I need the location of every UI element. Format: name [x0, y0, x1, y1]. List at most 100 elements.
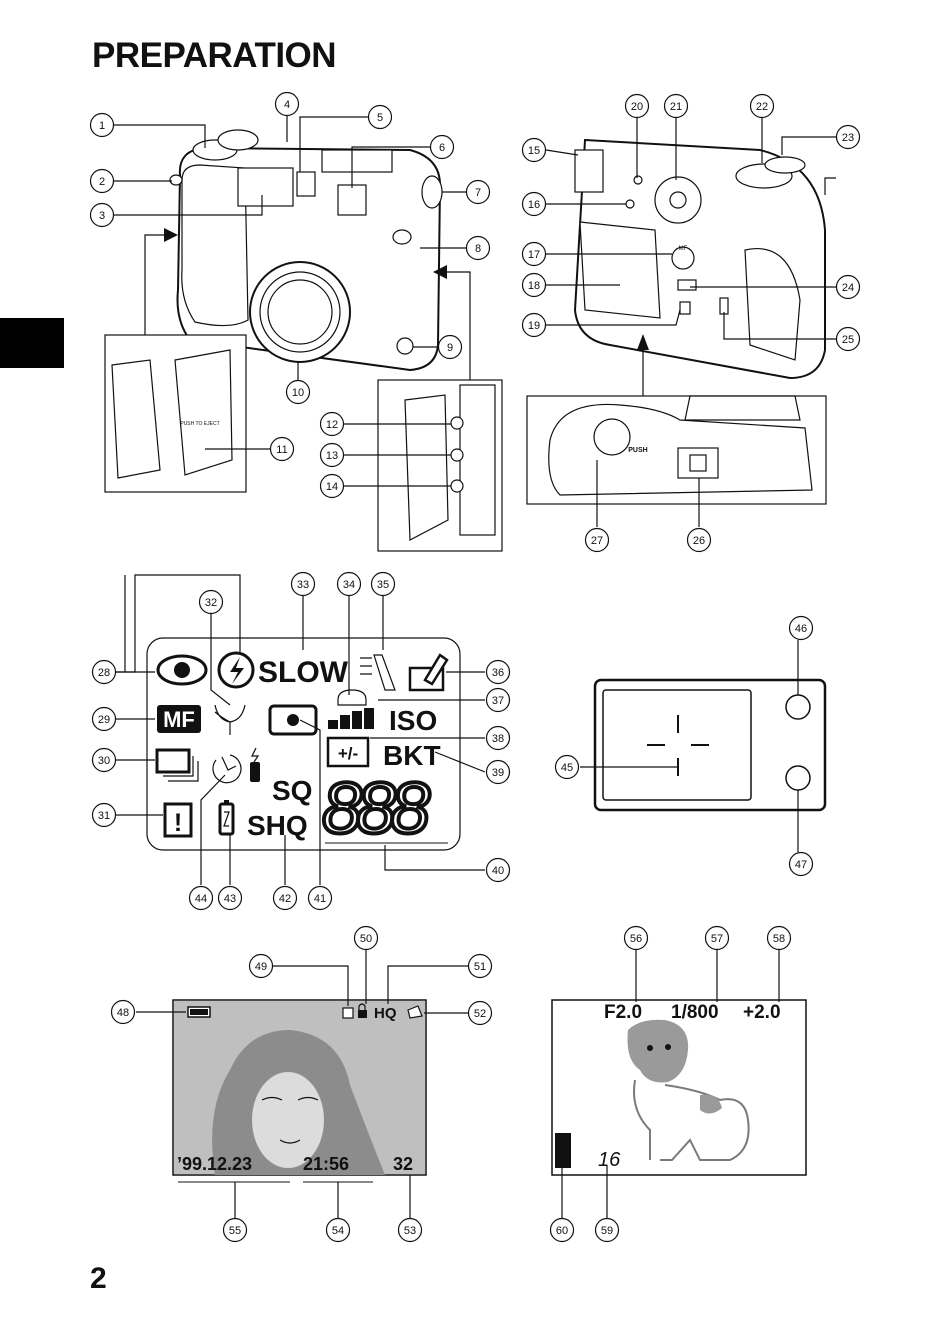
callout-number: 22 [756, 101, 768, 113]
callout-50: 50 [353, 925, 379, 951]
iso-indicator: ISO [389, 705, 437, 736]
memory-gauge [555, 1133, 571, 1168]
callout-22: 22 [749, 93, 775, 119]
svg-text:+/-: +/- [338, 744, 358, 763]
callout-21: 21 [663, 93, 689, 119]
callout-number: 12 [326, 419, 338, 431]
svg-text:MF: MF [163, 707, 195, 732]
callout-number: 15 [528, 145, 540, 157]
manual-adjust-icon [408, 653, 449, 692]
section-tab [0, 318, 64, 368]
callout-number: 25 [842, 334, 854, 346]
af-lamp-indicator [785, 694, 811, 720]
spot-metering-icon [268, 704, 318, 736]
callout-15: 15 [521, 137, 547, 163]
callout-20: 20 [624, 93, 650, 119]
callout-number: 59 [601, 1225, 613, 1237]
callout-number: 57 [711, 933, 723, 945]
callout-28: 28 [91, 659, 117, 685]
callout-48: 48 [110, 999, 136, 1025]
callout-number: 40 [492, 865, 504, 877]
terminal-inset [377, 379, 503, 552]
callout-number: 38 [492, 733, 504, 745]
callout-27: 27 [584, 527, 610, 553]
callout-number: 32 [205, 597, 217, 609]
exposure-compensation-value: +2.0 [743, 1002, 781, 1023]
callout-number: 23 [842, 132, 854, 144]
callout-number: 34 [343, 579, 355, 591]
leader-lines [112, 116, 836, 1218]
callout-41: 41 [307, 885, 333, 911]
callout-number: 33 [297, 579, 309, 591]
callout-53: 53 [397, 1217, 423, 1243]
self-timer-icon [212, 747, 260, 784]
callout-52: 52 [467, 1000, 493, 1026]
callout-4: 4 [274, 91, 300, 117]
dog-image [627, 1019, 750, 1161]
callout-number: 13 [326, 450, 338, 462]
callout-32: 32 [198, 589, 224, 615]
callout-18: 18 [521, 272, 547, 298]
callout-29: 29 [91, 706, 117, 732]
callout-37: 37 [485, 687, 511, 713]
flash-lamp-indicator [785, 765, 811, 791]
callout-number: 10 [292, 387, 304, 399]
callout-number: 42 [279, 893, 291, 905]
callout-number: 37 [492, 695, 504, 707]
callout-number: 35 [377, 579, 389, 591]
callout-39: 39 [485, 759, 511, 785]
callout-number: 6 [439, 142, 445, 154]
slow-sync-indicator: SLOW [258, 656, 349, 689]
callout-number: 30 [98, 755, 110, 767]
callout-number: 28 [98, 667, 110, 679]
callout-number: 24 [842, 282, 854, 294]
exposure-compensation-icon: +/- [326, 736, 370, 768]
callout-33: 33 [290, 571, 316, 597]
callout-23: 23 [835, 124, 861, 150]
callout-number: 4 [284, 99, 290, 111]
flash-icon [217, 651, 255, 689]
playback-time: 21:56 [303, 1154, 349, 1174]
callout-36: 36 [485, 659, 511, 685]
callout-25: 25 [835, 326, 861, 352]
record-mode-indicator: HQ [374, 1005, 397, 1022]
page-title: PREPARATION [92, 36, 337, 75]
shutter-speed: 1/800 [671, 1002, 719, 1023]
callout-16: 16 [521, 191, 547, 217]
callout-2: 2 [89, 168, 115, 194]
callout-number: 47 [795, 859, 807, 871]
callout-number: 46 [795, 623, 807, 635]
callout-number: 44 [195, 893, 207, 905]
bottom-push-label: PUSH [628, 447, 647, 454]
callout-10: 10 [285, 379, 311, 405]
callout-14: 14 [319, 473, 345, 499]
frame-counter-digits: 888 [322, 769, 430, 849]
callout-54: 54 [325, 1217, 351, 1243]
callout-7: 7 [465, 179, 491, 205]
bottom-view-inset: PUSH [526, 395, 827, 505]
callout-number: 58 [773, 933, 785, 945]
callout-number: 26 [693, 535, 705, 547]
callout-number: 8 [475, 243, 481, 255]
mf-button-label: MF [679, 246, 688, 252]
callout-number: 48 [117, 1007, 129, 1019]
callout-24: 24 [835, 274, 861, 300]
callout-59: 59 [594, 1217, 620, 1243]
callout-number: 31 [98, 810, 110, 822]
callout-30: 30 [91, 747, 117, 773]
sq-indicator: SQ [272, 775, 312, 806]
callout-number: 16 [528, 199, 540, 211]
callout-number: 49 [255, 961, 267, 973]
callout-number: 20 [631, 101, 643, 113]
callout-17: 17 [521, 241, 547, 267]
callout-number: 5 [377, 112, 383, 124]
page-number: 2 [90, 1262, 107, 1295]
callout-number: 53 [404, 1225, 416, 1237]
control-panel-lcd: SLOW MF ISO [146, 637, 461, 851]
callout-5: 5 [367, 104, 393, 130]
callout-number: 39 [492, 767, 504, 779]
red-eye-icon [156, 654, 208, 686]
callout-34: 34 [336, 571, 362, 597]
callout-number: 29 [98, 714, 110, 726]
